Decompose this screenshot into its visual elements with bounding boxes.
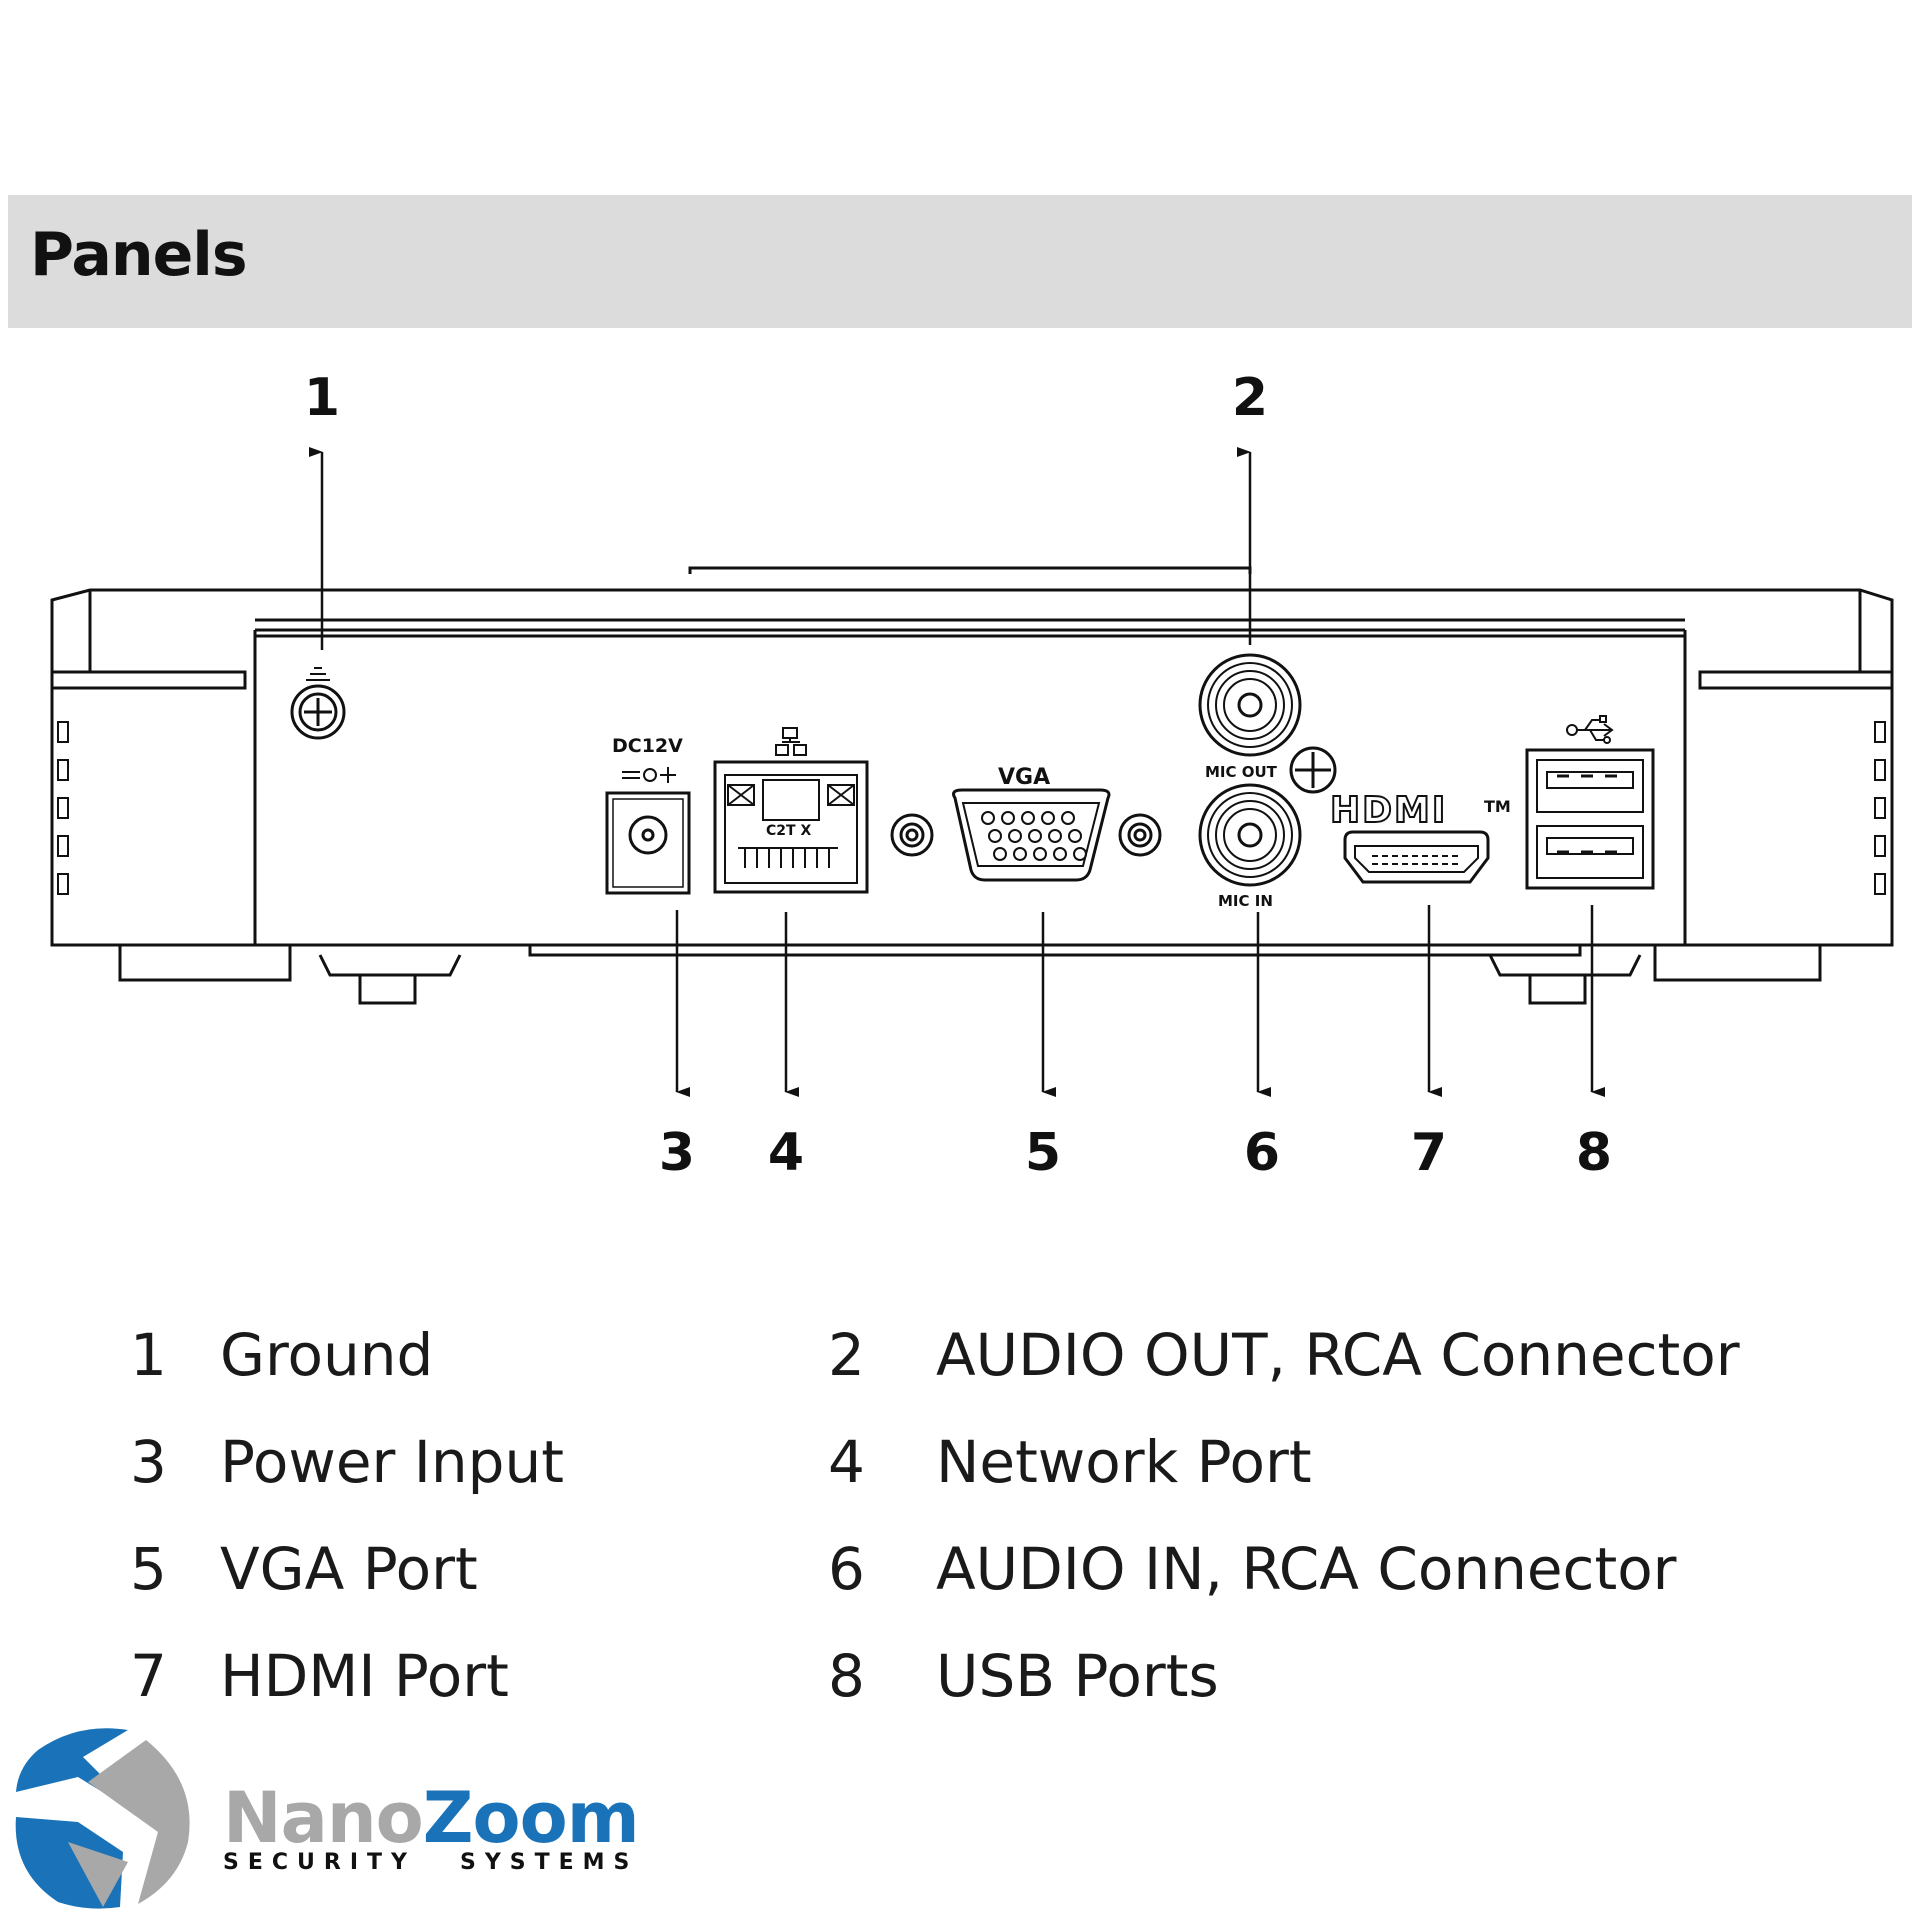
callout-leaders [309, 447, 1605, 1097]
logo-mark-icon [15, 1728, 192, 1909]
legend-label: HDMI Port [220, 1642, 509, 1710]
mic-in-label: MIC IN [1218, 892, 1273, 910]
legend-label: Power Input [220, 1428, 564, 1496]
callout-6: 6 [1244, 1123, 1280, 1183]
vga-port: VGA [890, 765, 1162, 882]
callout-1: 1 [304, 368, 340, 428]
legend-item: 8 USB Ports [828, 1631, 1828, 1721]
legend-item: 5 VGA Port [130, 1524, 780, 1614]
logo-word-nano: Nano [223, 1777, 424, 1859]
legend-number: 6 [828, 1535, 865, 1603]
hdmi-port: HDMI TM [1329, 789, 1511, 884]
logo-word-zoom: Zoom [422, 1777, 640, 1859]
ground-screw [290, 667, 346, 740]
mic-out-rca-connector: MIC OUT [1198, 653, 1337, 794]
legend-label: Ground [220, 1321, 434, 1389]
usb-ports [1525, 715, 1655, 890]
callout-7: 7 [1411, 1123, 1447, 1183]
network-port-label: C2T X [766, 823, 811, 839]
logo-tagline-systems: SYSTEMS [460, 1850, 639, 1875]
power-jack: DC12V [605, 735, 691, 895]
legend-item: 3 Power Input [130, 1417, 780, 1507]
legend-label: VGA Port [220, 1535, 478, 1603]
callout-5: 5 [1025, 1123, 1061, 1183]
network-port: C2T X [713, 727, 869, 894]
vga-label: VGA [998, 765, 1050, 790]
logo-tagline-security: SECURITY [223, 1850, 416, 1875]
legend-item: 4 Network Port [828, 1417, 1828, 1507]
legend-number: 4 [828, 1428, 865, 1496]
device-rear-panel-diagram: DC12V C2T X VGA [50, 368, 1894, 1183]
hdmi-logo-text: HDMI [1330, 790, 1447, 831]
callout-8: 8 [1576, 1123, 1612, 1183]
legend-item: 7 HDMI Port [130, 1631, 780, 1721]
callout-2: 2 [1232, 368, 1268, 428]
legend-label: USB Ports [936, 1642, 1219, 1710]
legend-number: 7 [130, 1642, 167, 1710]
legend-item: 1 Ground [130, 1310, 780, 1400]
mic-out-label: MIC OUT [1205, 763, 1278, 781]
legend-label: AUDIO IN, RCA Connector [936, 1535, 1677, 1603]
legend-number: 2 [828, 1321, 865, 1389]
port-legend: 1 Ground 2 AUDIO OUT, RCA Connector 3 Po… [0, 1310, 1920, 1750]
section-header: Panels [8, 195, 1912, 328]
hdmi-tm: TM [1484, 797, 1511, 816]
legend-number: 5 [130, 1535, 167, 1603]
legend-number: 1 [130, 1321, 167, 1389]
callout-3: 3 [659, 1123, 695, 1183]
legend-item: 2 AUDIO OUT, RCA Connector [828, 1310, 1828, 1400]
nanozoom-logo: NanoZoom SECURITY SYSTEMS [8, 1722, 640, 1912]
callout-4: 4 [768, 1123, 804, 1183]
logo-wordmark: NanoZoom [223, 1777, 640, 1859]
mic-in-rca-connector: MIC IN [1198, 783, 1302, 910]
section-title: Panels [30, 220, 248, 290]
legend-item: 6 AUDIO IN, RCA Connector [828, 1524, 1828, 1614]
legend-label: Network Port [936, 1428, 1312, 1496]
chassis [50, 566, 1894, 1005]
callout-numbers: 1 2 3 4 5 6 7 8 [304, 368, 1612, 1183]
dc-label: DC12V [612, 735, 683, 757]
legend-number: 8 [828, 1642, 865, 1710]
legend-number: 3 [130, 1428, 167, 1496]
legend-label: AUDIO OUT, RCA Connector [936, 1321, 1740, 1389]
